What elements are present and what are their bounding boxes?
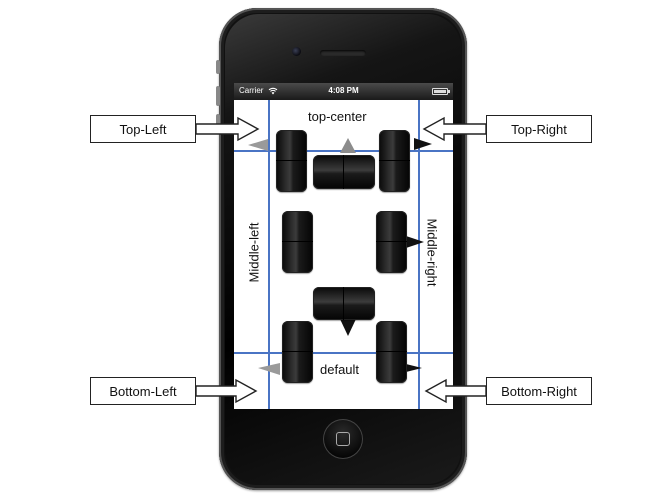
top-left-callout: Top-Left xyxy=(90,115,196,143)
default-pointer xyxy=(340,319,356,336)
phone-screen: Carrier 4:08 PM xyxy=(234,83,453,409)
guide-line-vertical-right xyxy=(418,100,420,409)
top-right-button[interactable] xyxy=(379,130,410,192)
top-center-pointer xyxy=(340,138,356,153)
volume-up-button xyxy=(216,86,220,106)
top-center-label: top-center xyxy=(308,109,367,124)
mute-switch xyxy=(216,60,220,74)
center-button[interactable] xyxy=(313,287,375,320)
middle-right-pointer xyxy=(406,236,424,248)
carrier-label: Carrier xyxy=(239,86,264,95)
bottom-left-button[interactable] xyxy=(282,321,313,383)
top-left-pointer xyxy=(248,139,268,151)
bottom-left-pointer xyxy=(258,363,280,375)
home-square-icon xyxy=(336,432,350,446)
default-label: default xyxy=(320,362,360,377)
middle-left-label: Middle-left xyxy=(246,222,262,283)
top-center-button[interactable] xyxy=(313,155,375,189)
battery-icon xyxy=(432,88,450,95)
volume-down-button xyxy=(216,114,220,134)
status-time: 4:08 PM xyxy=(328,86,359,95)
home-button-icon[interactable] xyxy=(323,419,363,459)
guide-line-vertical-left xyxy=(268,100,270,409)
default-button[interactable] xyxy=(376,321,407,383)
top-left-button[interactable] xyxy=(276,130,307,192)
camera-icon xyxy=(292,47,301,56)
bottom-right-callout: Bottom-Right xyxy=(486,377,592,405)
top-right-callout: Top-Right xyxy=(486,115,592,143)
guide-line-horizontal-bottom xyxy=(234,352,453,354)
wifi-icon xyxy=(268,87,278,95)
middle-left-button[interactable] xyxy=(282,211,313,273)
middle-right-label: Middle-right xyxy=(424,218,440,287)
speaker-icon xyxy=(320,50,366,56)
bottom-left-callout: Bottom-Left xyxy=(90,377,196,405)
middle-right-button[interactable] xyxy=(376,211,407,273)
bottom-right-pointer xyxy=(402,363,422,373)
pointer-triangles xyxy=(248,138,432,375)
status-bar: Carrier 4:08 PM xyxy=(234,83,453,100)
top-right-pointer xyxy=(414,138,432,150)
